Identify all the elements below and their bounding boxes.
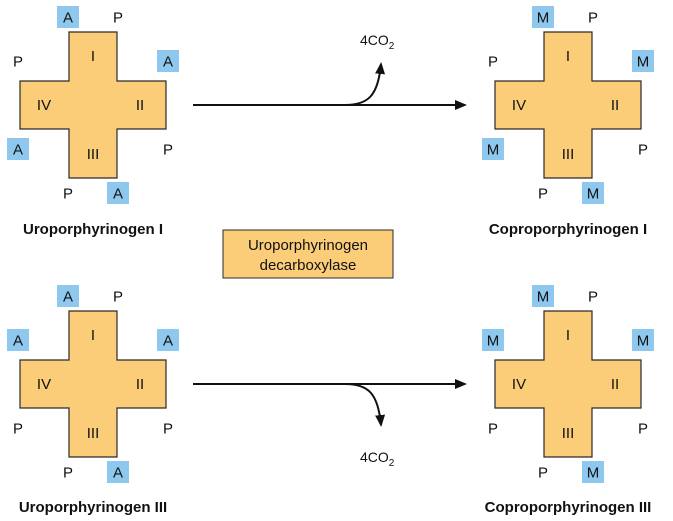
substituent-p: P <box>63 465 73 482</box>
substituent-a: A <box>113 186 123 203</box>
co2-main-bottom: 4CO <box>360 449 389 465</box>
ring-numeral-ii: II <box>136 97 144 114</box>
reaction-arrow-top: 4CO2 <box>193 32 467 110</box>
substituent-box <box>57 285 79 307</box>
substituent-box <box>532 6 554 28</box>
pyrrole-cross <box>19 310 167 458</box>
substituent-m: M <box>587 186 600 203</box>
ring-numeral-i: I <box>91 327 95 344</box>
substituent-box <box>632 50 654 72</box>
ring-numeral-iii: III <box>562 425 575 442</box>
substituent-box <box>482 329 504 351</box>
substituent-box <box>582 461 604 483</box>
substituent-box <box>532 285 554 307</box>
substituent-p: P <box>113 10 123 27</box>
enzyme-box: Uroporphyrinogen decarboxylase <box>222 229 394 279</box>
ring-numeral-iv: IV <box>37 376 51 393</box>
substituent-m: M <box>487 142 500 159</box>
substituent-m: M <box>537 10 550 27</box>
substituent-box <box>107 461 129 483</box>
co2-subscript-bottom: 2 <box>389 458 395 469</box>
co2-release-arrow-top <box>344 62 386 106</box>
substituent-p: P <box>588 10 598 27</box>
co2-label-bottom: 4CO2 <box>360 449 395 469</box>
ring-numeral-i: I <box>566 327 570 344</box>
substituent-p: P <box>638 421 648 438</box>
enzyme-name-line2: decarboxylase <box>260 257 357 274</box>
substituent-p: P <box>638 142 648 159</box>
substituent-box <box>582 182 604 204</box>
ring-numeral-iv: IV <box>512 97 526 114</box>
ring-numeral-ii: II <box>611 97 619 114</box>
substituent-m: M <box>587 465 600 482</box>
substituent-box <box>107 182 129 204</box>
substituent-p: P <box>163 142 173 159</box>
ring-numeral-iii: III <box>87 425 100 442</box>
reaction-arrow-bottom: 4CO2 <box>193 379 467 469</box>
substituent-p: P <box>13 421 23 438</box>
substituent-a: A <box>63 289 73 306</box>
substituent-box <box>7 138 29 160</box>
substituent-a: A <box>163 54 173 71</box>
substituent-box <box>157 50 179 72</box>
substituent-a: A <box>13 142 23 159</box>
co2-subscript-top: 2 <box>389 41 395 52</box>
compound-name: Uroporphyrinogen III <box>19 499 167 516</box>
ring-numeral-ii: II <box>611 376 619 393</box>
co2-main-top: 4CO <box>360 32 389 48</box>
substituent-box <box>482 138 504 160</box>
pyrrole-cross <box>494 310 642 458</box>
ring-numeral-i: I <box>91 48 95 65</box>
substituent-a: A <box>163 333 173 350</box>
substituent-p: P <box>588 289 598 306</box>
ring-numeral-i: I <box>566 48 570 65</box>
ring-numeral-iii: III <box>87 146 100 163</box>
ring-numeral-ii: II <box>136 376 144 393</box>
co2-release-arrow-bottom <box>344 383 386 427</box>
compound-name: Uroporphyrinogen I <box>23 221 163 238</box>
substituent-m: M <box>637 54 650 71</box>
substituent-p: P <box>488 54 498 71</box>
enzyme-box-background <box>222 229 394 279</box>
substituent-p: P <box>63 186 73 203</box>
pyrrole-cross <box>494 31 642 179</box>
compound-name: Coproporphyrinogen I <box>489 221 647 238</box>
co2-label-top: 4CO2 <box>360 32 395 52</box>
substituent-box <box>7 329 29 351</box>
ring-numeral-iii: III <box>562 146 575 163</box>
substituent-a: A <box>113 465 123 482</box>
compound-name: Coproporphyrinogen III <box>485 499 652 516</box>
pyrrole-cross <box>19 31 167 179</box>
ring-numeral-iv: IV <box>37 97 51 114</box>
substituent-p: P <box>113 289 123 306</box>
substituent-m: M <box>637 333 650 350</box>
substituent-box <box>57 6 79 28</box>
substituent-m: M <box>537 289 550 306</box>
substituent-a: A <box>13 333 23 350</box>
substituent-p: P <box>538 186 548 203</box>
substituent-p: P <box>488 421 498 438</box>
ring-numeral-iv: IV <box>512 376 526 393</box>
substituent-p: P <box>13 54 23 71</box>
substituent-a: A <box>63 10 73 27</box>
enzyme-name-line1: Uroporphyrinogen <box>248 237 368 254</box>
substituent-p: P <box>163 421 173 438</box>
substituent-p: P <box>538 465 548 482</box>
substituent-m: M <box>487 333 500 350</box>
substituent-box <box>632 329 654 351</box>
substituent-box <box>157 329 179 351</box>
